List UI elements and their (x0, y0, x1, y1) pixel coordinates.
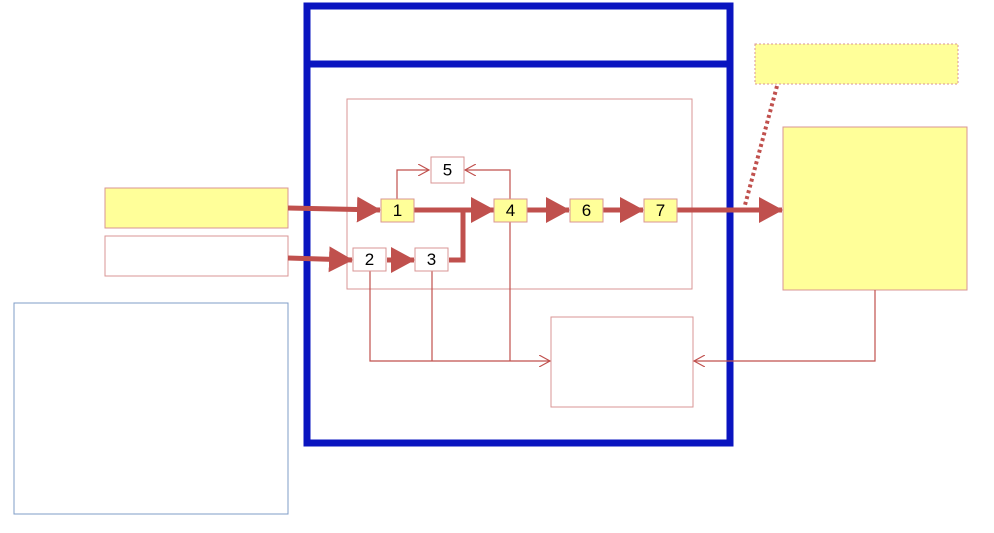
node-4-label: 4 (506, 201, 515, 220)
node-1: 1 (380, 198, 415, 223)
node-3-label: 3 (427, 250, 436, 269)
node-5: 5 (430, 156, 465, 184)
process-container (346, 98, 693, 290)
callout-box (754, 43, 959, 85)
node-6-label: 6 (582, 201, 591, 220)
connector-4-to-5 (465, 170, 511, 199)
arrow-3-to-4 (449, 210, 466, 263)
connector-output-to-store (694, 290, 876, 361)
system-frame (303, 2, 734, 447)
node-6: 6 (569, 198, 604, 223)
connector-2-to-store (369, 271, 550, 361)
input-box-yellow (104, 187, 289, 229)
node-2-label: 2 (365, 250, 374, 269)
output-box (782, 126, 968, 291)
node-3: 3 (414, 247, 449, 272)
connector-1-to-5 (396, 170, 429, 199)
input-box-white (104, 235, 289, 277)
arrow-input-to-1 (287, 196, 381, 223)
node-5-label: 5 (443, 161, 452, 180)
node-1-label: 1 (393, 201, 402, 220)
main-flow-arrows (287, 196, 783, 273)
node-7: 7 (643, 198, 678, 223)
store-box (550, 316, 694, 408)
node-2: 2 (352, 247, 387, 272)
node-7-label: 7 (656, 201, 665, 220)
arrow-input-to-2 (287, 246, 353, 273)
node-4: 4 (493, 198, 528, 223)
thin-connectors (369, 170, 876, 361)
callout-dotted-connector (743, 85, 779, 206)
note-box-blue (13, 302, 289, 515)
